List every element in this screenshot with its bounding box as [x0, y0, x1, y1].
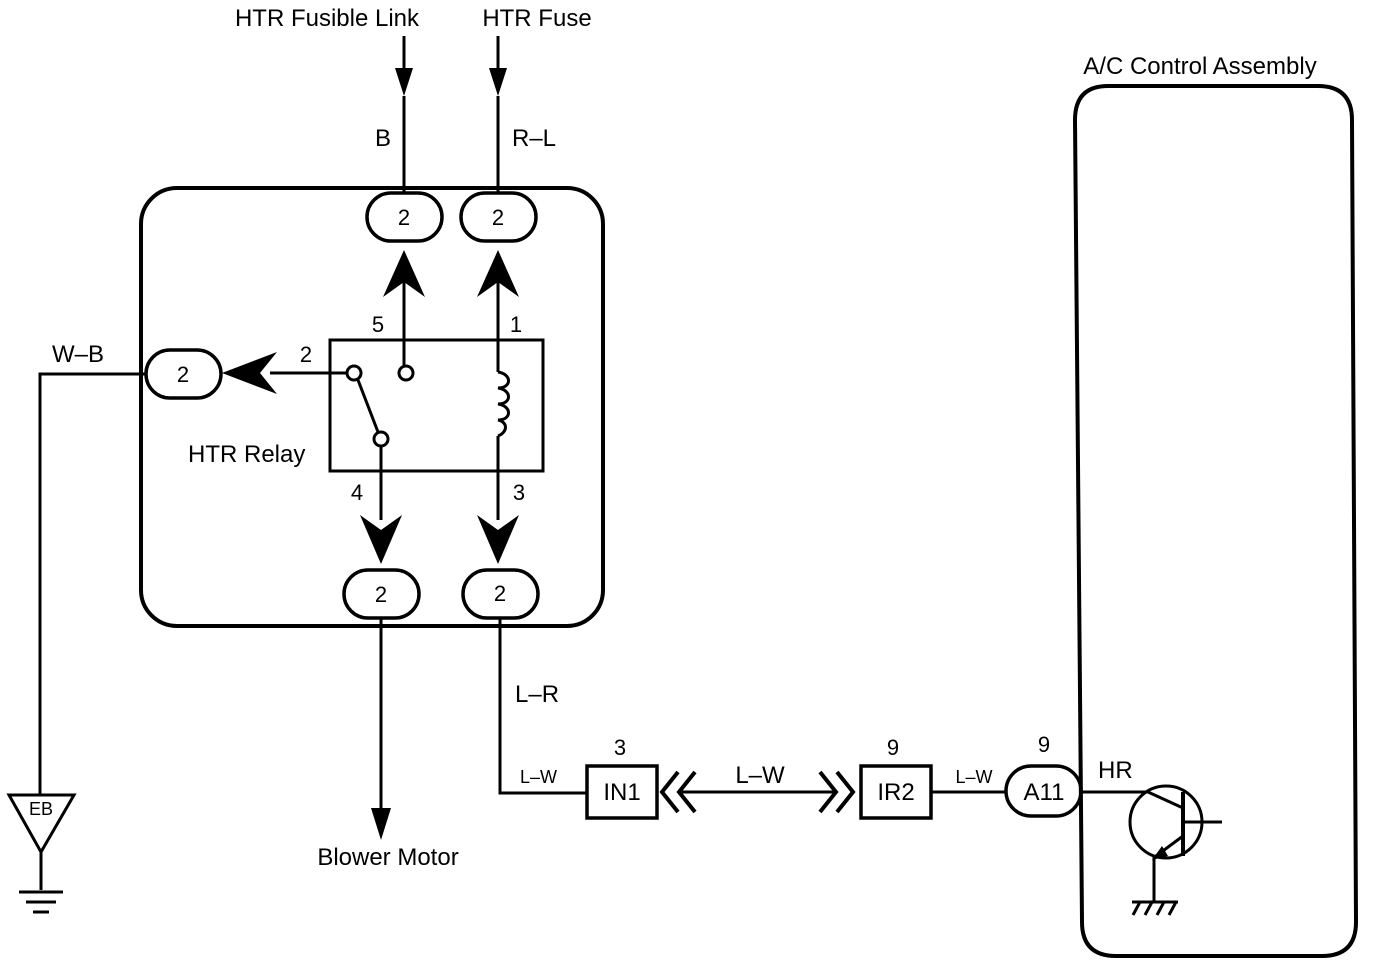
ir2-pin: 9: [887, 735, 899, 760]
pin-1: 1: [510, 312, 522, 337]
htr-relay-box: [328, 338, 545, 473]
connector-bottom-right-pin: 2: [494, 581, 506, 606]
terminal-3-chevron: [477, 515, 519, 564]
contact-4: [372, 430, 390, 448]
in1-pin: 3: [614, 735, 626, 760]
blower-motor-wire: [371, 618, 391, 840]
ground-eb: EB: [6, 793, 77, 890]
terminal-4-chevron: [360, 515, 402, 564]
ac-control-assembly-title: A/C Control Assembly: [1083, 53, 1316, 80]
htr-fuse-label: HTR Fuse: [482, 5, 591, 32]
terminal-2-chevron: [222, 352, 277, 394]
connector-in1: IN1: [585, 764, 659, 820]
a11-label: A11: [1024, 779, 1065, 806]
wire-r-l-label: R–L: [512, 125, 556, 152]
wire-l-r-label: L–R: [515, 681, 559, 708]
internal-ground-symbol: [1131, 900, 1178, 916]
connector-top-left: 2: [365, 191, 444, 243]
wire-l-w-left-label: L–W: [520, 767, 557, 787]
wire-w-b: [38, 372, 146, 795]
connector-left: 2: [144, 348, 223, 400]
relay-block: [139, 186, 605, 628]
connector-ir2: IR2: [859, 764, 933, 820]
terminal-5-chevron: [383, 250, 425, 297]
contact-5: [397, 364, 415, 382]
wire-b-label: B: [375, 125, 391, 152]
connector-bottom-right: 2: [461, 568, 540, 620]
connector-a11: A11: [1004, 764, 1083, 818]
pin-4: 4: [351, 480, 363, 505]
connector-top-left-pin: 2: [398, 205, 410, 230]
terminal-1-chevron: [477, 250, 519, 297]
wire-l-r: [498, 618, 588, 795]
a11-pin: 9: [1038, 732, 1050, 757]
wire-l-w-right-label: L–W: [955, 767, 992, 787]
htr-relay-label: HTR Relay: [188, 441, 305, 468]
fusible-link-arrow: [395, 36, 413, 96]
connector-top-right: 2: [459, 191, 538, 243]
blower-motor-label: Blower Motor: [317, 844, 458, 871]
wire-l-w-mid-label: L–W: [735, 762, 785, 789]
connector-bottom-left: 2: [342, 568, 421, 620]
wire-w-b-label: W–B: [52, 341, 104, 368]
connector-bottom-left-pin: 2: [375, 582, 387, 607]
connector-left-pin: 2: [177, 362, 189, 387]
in1-label: IN1: [603, 779, 640, 806]
ac-control-assembly-box: [1072, 84, 1359, 958]
relay-switch-arm: [356, 379, 380, 433]
ir2-label: IR2: [877, 779, 914, 806]
fuse-arrow: [489, 36, 507, 96]
pin-2: 2: [300, 342, 312, 367]
pin-3: 3: [513, 480, 525, 505]
connector-top-right-pin: 2: [492, 205, 504, 230]
pin-5: 5: [372, 312, 384, 337]
ground-symbol: [19, 890, 63, 914]
transistor-symbol: [1128, 784, 1222, 902]
ground-eb-label: EB: [29, 799, 53, 819]
relay-coil: [497, 370, 510, 438]
contact-2: [345, 364, 363, 382]
htr-fusible-link-label: HTR Fusible Link: [235, 5, 420, 32]
link-in1-ir2: [659, 770, 856, 814]
hr-terminal-label: HR: [1098, 757, 1133, 784]
